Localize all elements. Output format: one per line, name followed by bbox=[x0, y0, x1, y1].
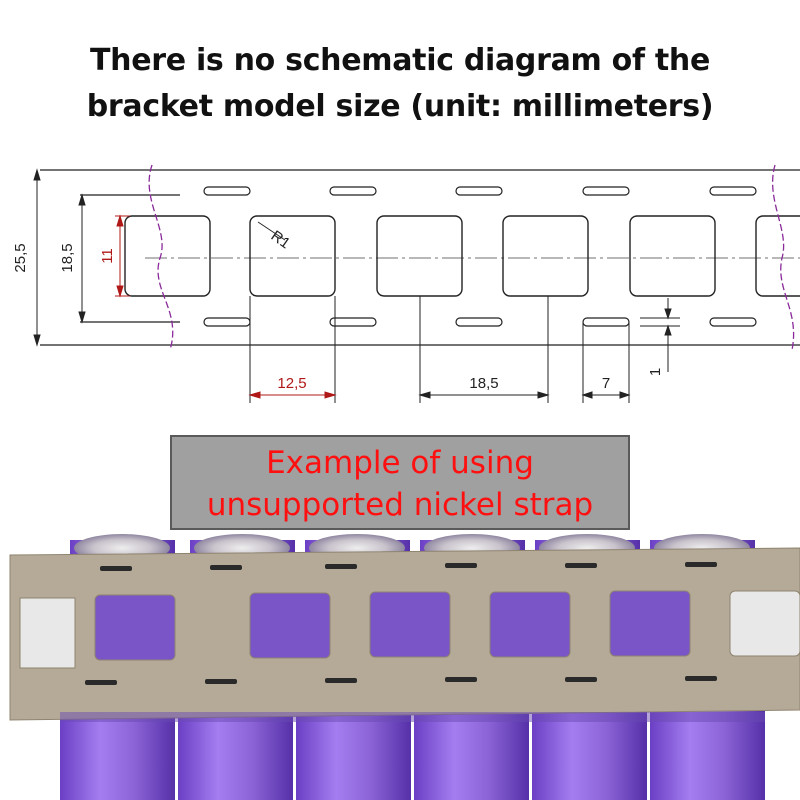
dim-pitch bbox=[418, 296, 550, 403]
strip-slot bbox=[210, 565, 242, 570]
strip-hole bbox=[19, 597, 76, 669]
dim-hole-width-ext bbox=[249, 296, 336, 403]
strip-hole bbox=[249, 592, 331, 659]
hole bbox=[629, 215, 716, 297]
strip-holes bbox=[19, 590, 800, 669]
strip-slot bbox=[100, 566, 132, 571]
slot bbox=[329, 186, 377, 196]
dim-label-slot-width: 1 bbox=[647, 368, 664, 376]
radius-leader bbox=[257, 221, 286, 241]
break-line-right bbox=[771, 164, 795, 351]
slot bbox=[582, 317, 630, 327]
strip-slots bbox=[85, 562, 717, 685]
hole bbox=[249, 215, 336, 297]
slot bbox=[582, 186, 630, 196]
strip-slot bbox=[445, 563, 477, 568]
battery-pack-photo bbox=[0, 528, 800, 800]
hole bbox=[502, 215, 589, 297]
slot bbox=[709, 317, 757, 327]
title-line-2: bracket model size (unit: millimeters) bbox=[86, 89, 714, 124]
break-lines bbox=[148, 164, 795, 351]
hole bbox=[755, 215, 800, 297]
strip-slot bbox=[325, 678, 357, 683]
dim-label-slot-length: 7 bbox=[602, 375, 610, 392]
strip-slot bbox=[565, 677, 597, 682]
slot bbox=[329, 317, 377, 327]
banner-line-2: unsupported nickel strap bbox=[206, 487, 594, 523]
strip-hole bbox=[369, 591, 451, 658]
hole bbox=[124, 215, 211, 297]
dim-label-pitch: 18,5 bbox=[469, 375, 498, 392]
strip-hole bbox=[609, 590, 691, 657]
strip-slot bbox=[685, 676, 717, 681]
dim-label-hole-height: 11 bbox=[99, 248, 116, 264]
strip-hole bbox=[729, 590, 800, 657]
strip-slot bbox=[565, 563, 597, 568]
banner-line-1: Example of using bbox=[266, 445, 534, 481]
slot bbox=[709, 186, 757, 196]
nickel-strip bbox=[9, 547, 800, 721]
dim-label-total-height: 25,5 bbox=[12, 243, 29, 272]
strip-slot bbox=[445, 677, 477, 682]
strip-slot bbox=[205, 679, 237, 684]
slot bbox=[203, 317, 251, 327]
dim-slot-length bbox=[581, 322, 631, 403]
usage-example-banner: Example of using unsupported nickel stra… bbox=[170, 435, 630, 530]
strip-shadow bbox=[60, 712, 765, 722]
strip-slot bbox=[85, 680, 117, 685]
page-title: There is no schematic diagram of the bra… bbox=[0, 38, 800, 130]
dim-label-inner-height: 18,5 bbox=[59, 243, 76, 272]
dim-inner-height bbox=[78, 193, 86, 324]
slot-group bbox=[203, 186, 757, 327]
bracket-dimension-drawing: 25,5 18,5 11 R1 12,5 18,5 bbox=[12, 164, 800, 403]
hole-group bbox=[124, 215, 800, 297]
slot bbox=[455, 186, 503, 196]
slot bbox=[203, 186, 251, 196]
dim-slot-width bbox=[640, 298, 680, 372]
dim-hole-height bbox=[115, 214, 130, 298]
strip-hole bbox=[489, 591, 571, 658]
dim-label-hole-width: 12,5 bbox=[277, 375, 306, 392]
slot bbox=[455, 317, 503, 327]
break-line-left bbox=[148, 164, 174, 351]
hole bbox=[376, 215, 463, 297]
strip-slot bbox=[325, 564, 357, 569]
strip-slot bbox=[685, 562, 717, 567]
dim-total-height bbox=[33, 168, 41, 347]
title-line-1: There is no schematic diagram of the bbox=[89, 43, 711, 78]
strip-hole bbox=[94, 594, 176, 661]
dim-hole-width bbox=[248, 391, 337, 399]
